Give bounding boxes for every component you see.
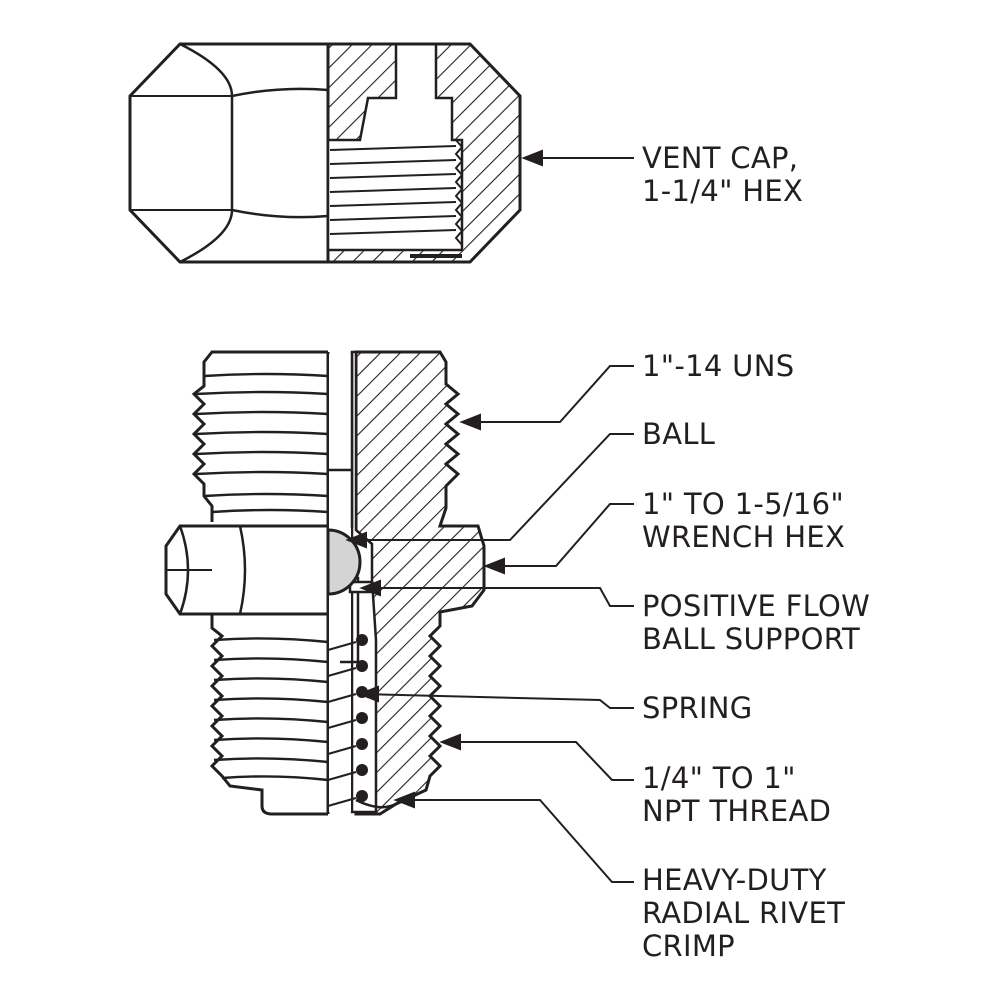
ball [326,528,362,596]
label-npt-thread: 1/4" TO 1" NPT THREAD [642,762,831,828]
leader-lines [345,149,634,883]
label-rivet-crimp: HEAVY-DUTY RADIAL RIVET CRIMP [642,864,845,963]
label-ball-support-line-2: BALL SUPPORT [642,622,861,656]
label-rivet-crimp-line-1: HEAVY-DUTY [642,863,827,897]
label-uns-thread-line-1: 1"-14 UNS [642,349,795,383]
label-wrench-hex: 1" TO 1-5/16" WRENCH HEX [642,488,845,554]
label-ball-support-line-1: POSITIVE FLOW [642,589,871,623]
label-vent-cap-line-1: VENT CAP, [642,141,799,175]
label-rivet-crimp-line-3: CRIMP [642,929,735,963]
label-wrench-hex-line-2: WRENCH HEX [642,520,846,554]
label-vent-cap-line-2: 1-1/4" HEX [642,174,804,208]
label-rivet-crimp-line-2: RADIAL RIVET [642,896,846,930]
label-ball: BALL [642,418,715,451]
label-npt-thread-line-2: NPT THREAD [642,794,832,828]
vent-cap [128,42,522,264]
label-npt-thread-line-1: 1/4" TO 1" [642,761,796,795]
label-wrench-hex-line-1: 1" TO 1-5/16" [642,487,845,521]
fitting-body [164,350,486,816]
label-ball-line-1: BALL [642,417,716,451]
label-ball-support: POSITIVE FLOW BALL SUPPORT [642,590,870,656]
label-spring: SPRING [642,692,753,725]
label-spring-line-1: SPRING [642,691,753,725]
label-vent-cap: VENT CAP, 1-1/4" HEX [642,142,803,208]
label-uns-thread: 1"-14 UNS [642,350,794,383]
